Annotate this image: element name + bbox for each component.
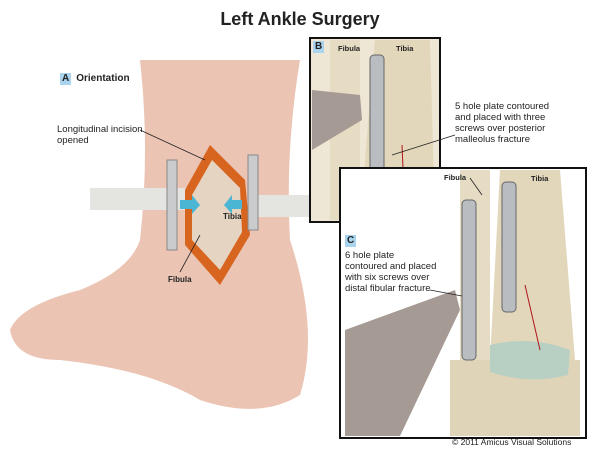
panel-b-tag: B [313,41,325,53]
panel-c-description: 6 hole plate contoured and placed with s… [345,250,437,294]
fibula-label-a: Fibula [168,275,192,284]
panel-c-tag: C [345,235,357,247]
panel-b-tag-wrap: B [313,41,329,53]
incision-label: Longitudinal incision opened [57,124,143,146]
arrow-left-icon [224,195,242,214]
exposed-bone [192,160,242,270]
fibula-label-b: Fibula [338,44,361,53]
panel-c-tag-wrap: C [345,235,361,247]
panel-a-heading: A Orientation [60,73,130,85]
fibula-label-c: Fibula [444,173,467,182]
tibia-label-b: Tibia [396,44,414,53]
retractor-right [255,195,325,217]
page-title: Left Ankle Surgery [220,9,380,29]
retractor-plate-left [166,159,178,251]
orientation-label: Orientation [76,73,130,84]
plate-c-tibia [501,181,517,313]
panel-b-description: 5 hole plate contoured and placed with t… [455,101,550,145]
copyright: © 2011 Amicus Visual Solutions [452,437,572,447]
tibia-label-a: Tibia [223,212,242,221]
tibia-label-c: Tibia [531,174,549,183]
retractor-left [90,188,190,210]
panel-a-tag: A [60,73,72,85]
leg-and-foot [10,60,308,409]
plate-c-fibula [461,199,477,361]
arrow-right-icon [180,195,200,214]
retractor-plate-right [247,154,259,231]
panel-c-box [339,167,587,439]
